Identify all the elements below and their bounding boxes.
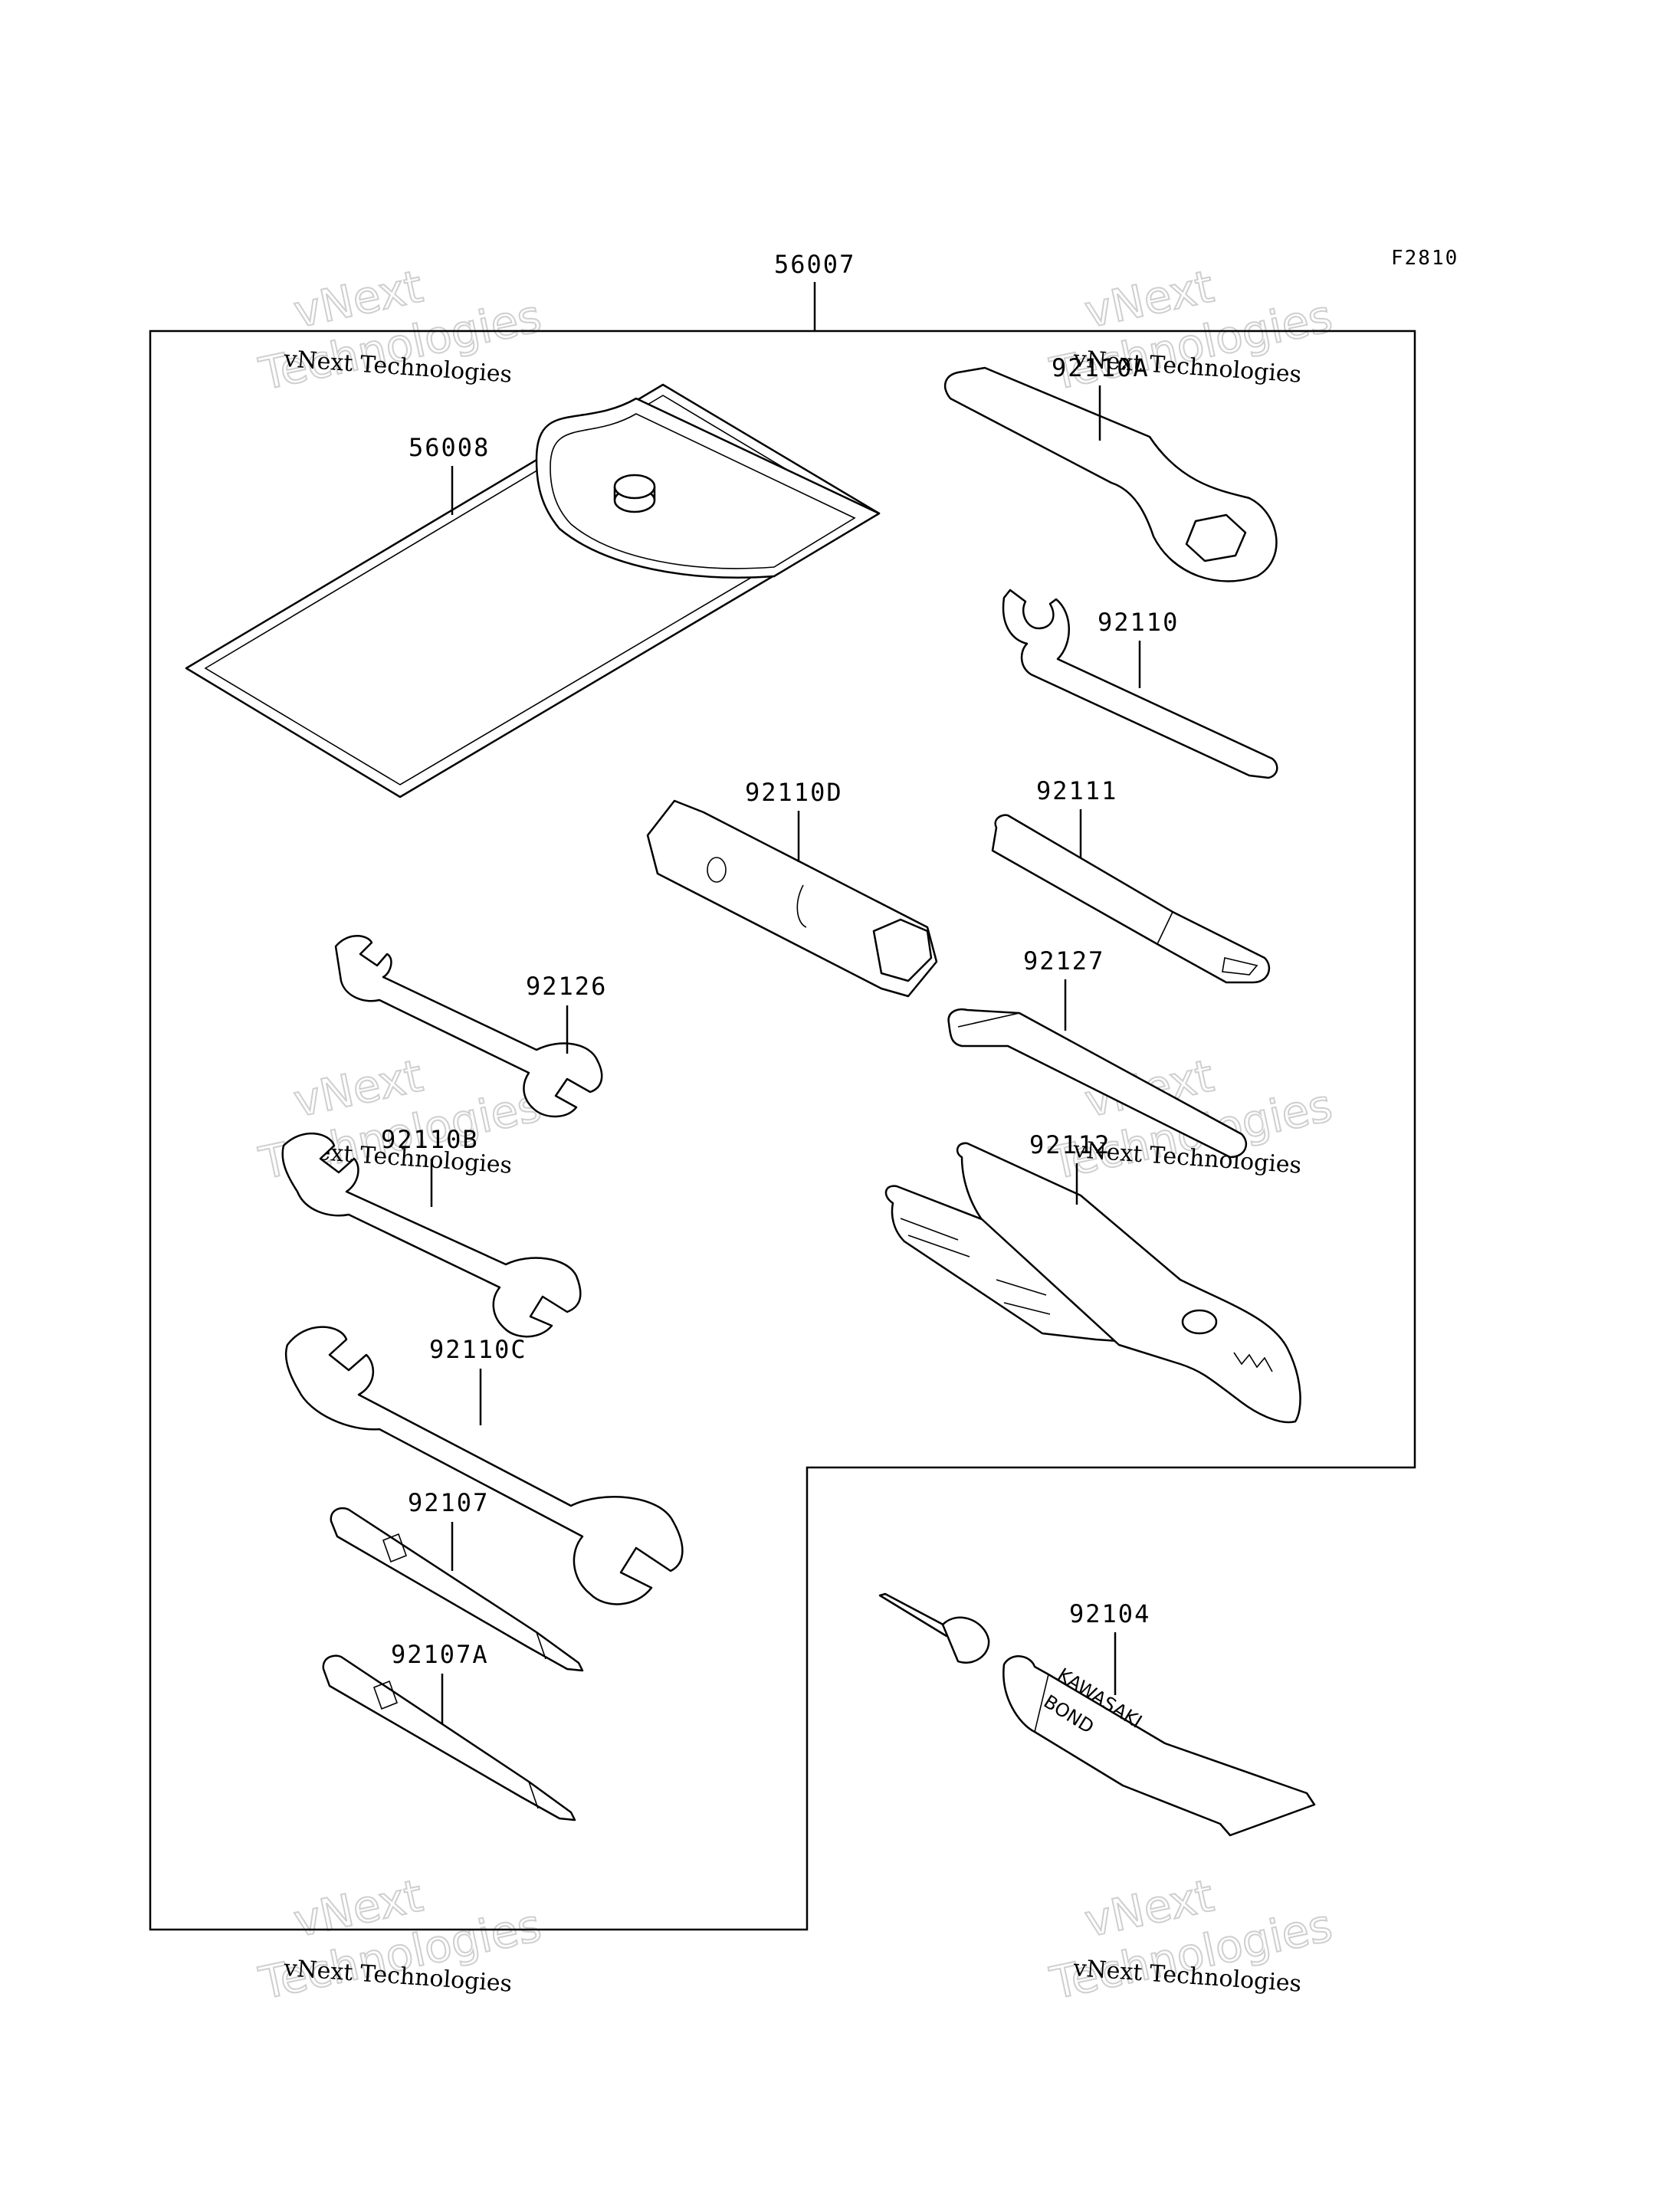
part-label-92127: 92127: [1023, 946, 1104, 976]
part-label-92107A: 92107A: [391, 1640, 489, 1669]
assembly-label: 56007: [774, 250, 855, 279]
open-end-wrench-icon: [334, 935, 603, 1118]
assembly-boundary: [149, 330, 1416, 1931]
part-label-92111: 92111: [1036, 776, 1117, 805]
part-label-92110D: 92110D: [745, 778, 843, 807]
tommy-bar-icon: [991, 814, 1271, 984]
open-end-wrench-icon: [281, 1133, 582, 1338]
part-label-92107: 92107: [408, 1488, 489, 1517]
part-label-92104: 92104: [1069, 1599, 1150, 1628]
part-label-92110A: 92110A: [1052, 353, 1150, 382]
hook-spanner-icon: [1002, 589, 1278, 779]
part-label-92112: 92112: [1029, 1130, 1111, 1159]
open-end-wrench-icon: [284, 1326, 684, 1605]
hex-key-icon: [947, 1008, 1248, 1159]
screwdriver-bit-icon: [330, 1507, 584, 1672]
box-spanner-icon: [646, 799, 938, 998]
tool-bag-icon: [185, 383, 881, 798]
screwdriver-bit-icon: [322, 1654, 576, 1822]
part-label-92110: 92110: [1098, 608, 1179, 637]
pliers-icon: [884, 1142, 1301, 1424]
bond-tube-icon: KAWASAKI BOND: [878, 1592, 1316, 1837]
figure-code: F2810: [1391, 247, 1459, 270]
part-label-92110B: 92110B: [381, 1125, 479, 1154]
part-label-92110C: 92110C: [429, 1335, 527, 1364]
ring-wrench-icon: [943, 366, 1278, 582]
part-label-56008: 56008: [409, 433, 490, 462]
part-label-92126: 92126: [526, 972, 607, 1001]
